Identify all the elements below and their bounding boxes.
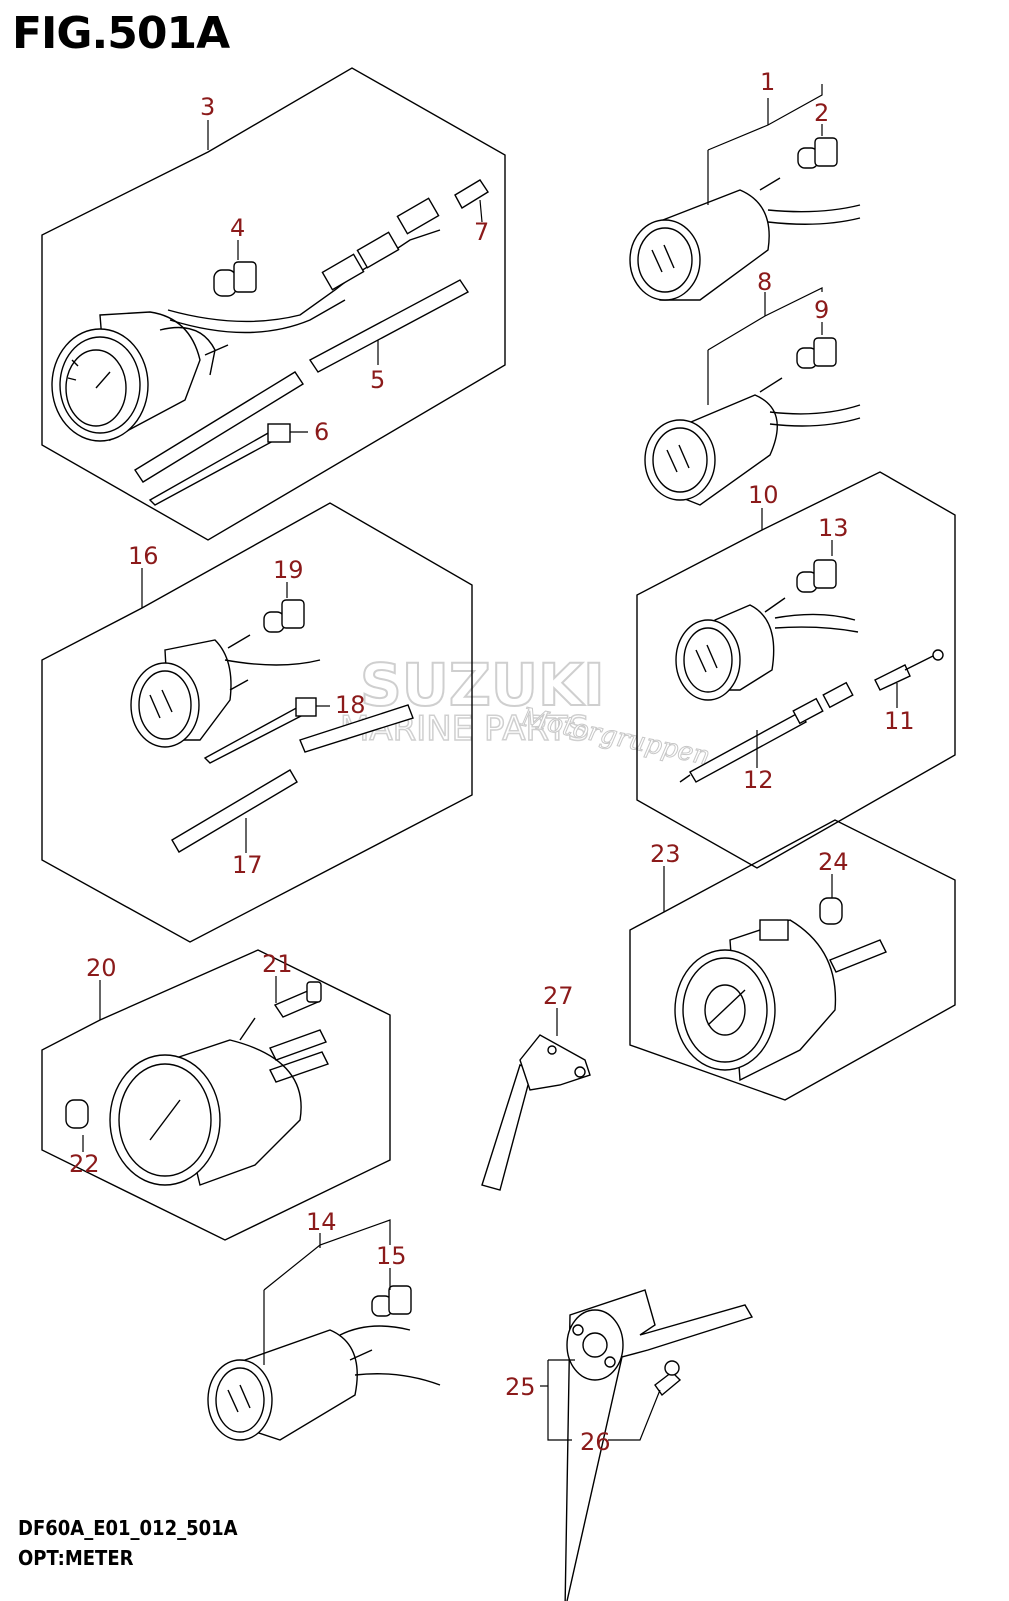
callout-14[interactable]: 14 bbox=[306, 1208, 337, 1236]
callout-2[interactable]: 2 bbox=[814, 99, 829, 127]
callouts: 1 2 3 4 5 6 7 8 9 10 11 12 13 14 15 16 1… bbox=[69, 68, 915, 1456]
gauge-part-8[interactable] bbox=[644, 377, 861, 506]
callout-13[interactable]: 13 bbox=[818, 514, 849, 542]
callout-26[interactable]: 26 bbox=[580, 1428, 611, 1456]
gauge-group-20[interactable] bbox=[109, 1017, 329, 1186]
callout-23[interactable]: 23 bbox=[650, 840, 681, 868]
cable-tie-18[interactable] bbox=[203, 697, 317, 764]
callout-18[interactable]: 18 bbox=[335, 691, 366, 719]
group-box-16 bbox=[41, 502, 473, 943]
callout-19[interactable]: 19 bbox=[273, 556, 304, 584]
gauge-group-16[interactable] bbox=[130, 634, 321, 748]
connector-3a bbox=[321, 253, 365, 291]
bulb-24[interactable] bbox=[819, 897, 843, 925]
connector-3c bbox=[396, 197, 440, 235]
callout-17[interactable]: 17 bbox=[232, 851, 263, 879]
callout-15[interactable]: 15 bbox=[376, 1242, 407, 1270]
bulb-19[interactable] bbox=[263, 599, 305, 633]
callout-22[interactable]: 22 bbox=[69, 1150, 100, 1178]
screw-part-26[interactable] bbox=[654, 1360, 682, 1397]
gauge-group-3[interactable] bbox=[51, 311, 229, 442]
callout-9[interactable]: 9 bbox=[814, 296, 829, 324]
callout-11[interactable]: 11 bbox=[884, 707, 915, 735]
figure-code: DF60A_E01_012_501A bbox=[18, 1516, 238, 1540]
callout-6[interactable]: 6 bbox=[314, 418, 329, 446]
tube-17[interactable] bbox=[171, 704, 414, 853]
bulb-21[interactable] bbox=[273, 981, 322, 1018]
watermark-line2: MARINE PARTS bbox=[340, 709, 589, 749]
gauge-group-23[interactable] bbox=[674, 919, 887, 1082]
leader-lines bbox=[82, 84, 898, 1441]
gauge-part-14[interactable] bbox=[207, 1325, 441, 1441]
callout-10[interactable]: 10 bbox=[748, 481, 779, 509]
connector-3b bbox=[356, 231, 400, 269]
bracket-part-25[interactable] bbox=[564, 1289, 754, 1601]
callout-20[interactable]: 20 bbox=[86, 954, 117, 982]
figure-title: FIG.501A bbox=[12, 8, 230, 59]
callout-8[interactable]: 8 bbox=[757, 268, 772, 296]
callout-21[interactable]: 21 bbox=[262, 950, 293, 978]
group-box-23 bbox=[629, 819, 956, 1101]
watermark-brand: SUZUKI bbox=[360, 651, 605, 719]
callout-1[interactable]: 1 bbox=[760, 68, 775, 96]
callout-24[interactable]: 24 bbox=[818, 848, 849, 876]
callout-5[interactable]: 5 bbox=[370, 366, 385, 394]
figure-name: OPT:METER bbox=[18, 1546, 134, 1570]
bulb-13[interactable] bbox=[796, 559, 837, 593]
gauge-group-10[interactable] bbox=[675, 597, 859, 701]
callout-16[interactable]: 16 bbox=[128, 542, 159, 570]
watermark: SUZUKI MARINE PARTS Motorgruppen bbox=[339, 650, 713, 772]
group-box-3 bbox=[41, 67, 506, 541]
bulb-4[interactable] bbox=[213, 261, 257, 297]
gauge-part-1[interactable] bbox=[629, 177, 861, 301]
callout-3[interactable]: 3 bbox=[200, 93, 215, 121]
bulb-9[interactable] bbox=[796, 337, 837, 369]
lead-wire-11[interactable] bbox=[874, 649, 944, 691]
cable-tie-6[interactable] bbox=[148, 423, 291, 506]
plug-7[interactable] bbox=[454, 179, 489, 209]
bulb-22[interactable] bbox=[65, 1099, 89, 1129]
sender-part-27[interactable] bbox=[481, 1034, 591, 1191]
callout-27[interactable]: 27 bbox=[543, 982, 574, 1010]
wire-harness-3 bbox=[167, 229, 441, 323]
bulb-15[interactable] bbox=[371, 1285, 412, 1317]
wire-harness-12[interactable] bbox=[679, 681, 854, 783]
callout-25[interactable]: 25 bbox=[505, 1373, 536, 1401]
callout-7[interactable]: 7 bbox=[474, 218, 489, 246]
watermark-script: Motorgruppen bbox=[518, 702, 713, 771]
group-box-20 bbox=[41, 949, 391, 1241]
bulb-2[interactable] bbox=[797, 137, 838, 169]
group-box-10 bbox=[636, 471, 956, 869]
callout-4[interactable]: 4 bbox=[230, 214, 245, 242]
callout-12[interactable]: 12 bbox=[743, 766, 774, 794]
tube-5[interactable] bbox=[134, 279, 470, 483]
